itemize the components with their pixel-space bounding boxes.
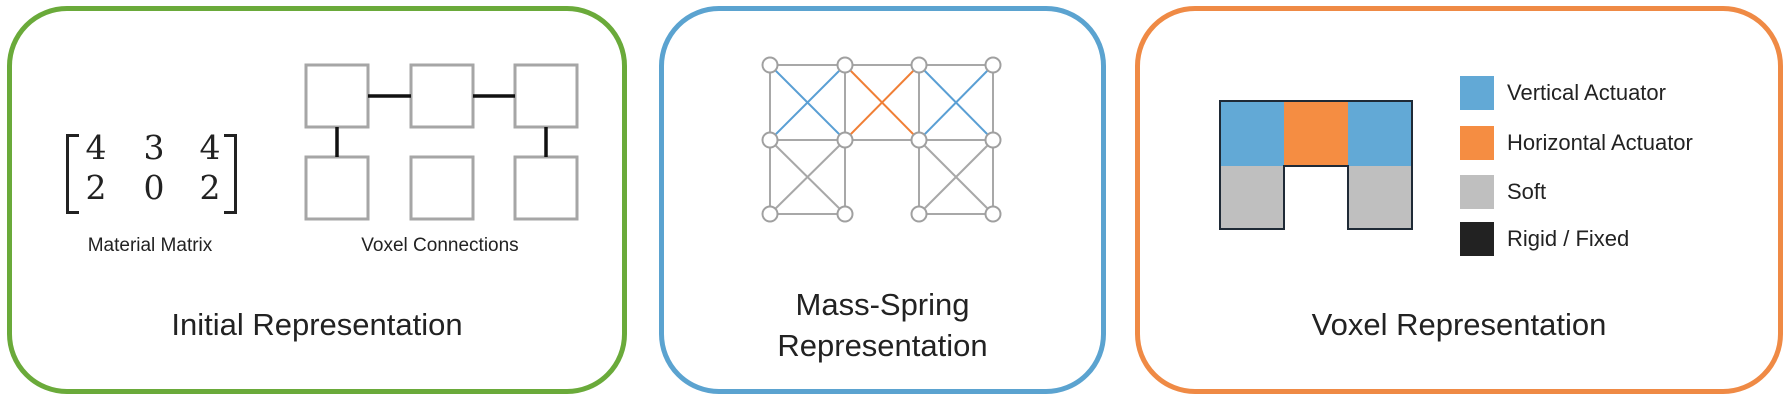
matrix-cell: 2 (85, 168, 107, 207)
mass-node (984, 56, 1002, 74)
vertical-actuator-voxel (1220, 101, 1284, 166)
spring (918, 139, 994, 215)
matrix-cell: 4 (199, 128, 221, 167)
legend-label: Soft (1507, 179, 1547, 204)
horizontal-actuator-spring (844, 64, 920, 141)
legend-swatch (1460, 175, 1494, 209)
matrix-cell: 2 (199, 168, 221, 207)
voxel-box (409, 155, 475, 221)
mass-node (761, 131, 779, 149)
mass-node (836, 131, 854, 149)
legend-swatch (1460, 222, 1494, 256)
mass-node (836, 205, 854, 223)
material-matrix: 4 3 4 2 0 2 (58, 128, 243, 228)
voxel-representation-caption: Voxel Representation (1311, 307, 1607, 342)
legend-swatch (1460, 76, 1494, 110)
mass-spring-panel (659, 6, 1106, 394)
mass-node (910, 131, 928, 149)
matrix-cell: 4 (85, 128, 107, 167)
soft-voxel (1220, 166, 1284, 229)
voxel-connections-label: Voxel Connections (361, 235, 519, 256)
voxel-box (513, 155, 579, 221)
vertical-actuator-spring (769, 64, 846, 141)
voxel-shape-outline (1219, 100, 1413, 230)
mass-node (761, 205, 779, 223)
matrix-cell: 0 (143, 168, 165, 207)
soft-voxel (1348, 166, 1412, 229)
material-matrix-label: Material Matrix (87, 235, 213, 256)
legend-label: Rigid / Fixed (1507, 226, 1630, 251)
horizontal-actuator-voxel (1284, 101, 1348, 166)
voxel-box (409, 63, 475, 129)
mass-spring-caption-line1: Mass-Spring (795, 287, 970, 322)
mass-node (984, 131, 1002, 149)
legend-swatch (1460, 126, 1494, 160)
mass-node (910, 56, 928, 74)
mass-node (761, 56, 779, 74)
matrix-right-bracket (224, 134, 237, 214)
mass-node (984, 205, 1002, 223)
matrix-cell: 3 (143, 128, 165, 167)
legend-label: Horizontal Actuator (1507, 130, 1693, 155)
matrix-left-bracket (66, 134, 79, 214)
mass-spring-caption-line2: Representation (777, 328, 988, 363)
legend-label: Vertical Actuator (1507, 80, 1666, 105)
mass-node (836, 56, 854, 74)
spring (769, 139, 846, 215)
mass-node (910, 205, 928, 223)
voxel-box (513, 63, 579, 129)
vertical-actuator-spring (918, 64, 994, 141)
initial-representation-caption: Initial Representation (171, 307, 463, 342)
vertical-actuator-voxel (1348, 101, 1412, 166)
